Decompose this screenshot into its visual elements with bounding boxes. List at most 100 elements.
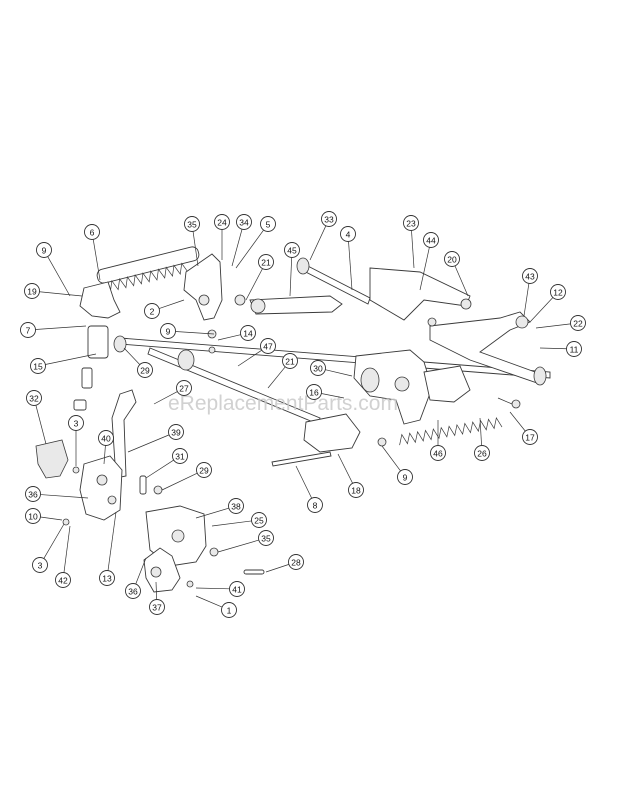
callout-number: 24 (217, 218, 227, 228)
callout-circle (566, 341, 582, 357)
callout-leader (245, 268, 263, 301)
callout-14: 14 (217, 325, 256, 341)
callout-number: 8 (313, 501, 318, 511)
callout-31: 31 (145, 448, 188, 479)
pivot-bracket (183, 253, 223, 321)
callout-29: 29 (123, 347, 153, 378)
callout-circle (240, 325, 256, 341)
callout-number: 41 (232, 585, 242, 595)
callout-24: 24 (214, 214, 230, 260)
watermark-text: eReplacementParts.com (168, 392, 398, 415)
callout-number: 36 (28, 490, 38, 500)
callout-22: 22 (535, 315, 586, 331)
callout-leader (195, 507, 229, 519)
callout-circle (137, 362, 153, 378)
callout-35: 35 (217, 530, 274, 553)
callout-leader (321, 393, 345, 399)
callout-number: 12 (553, 288, 563, 298)
callout-leader (35, 325, 87, 330)
callout-18: 18 (337, 453, 364, 498)
callout-circle (168, 424, 184, 440)
callout-number: 18 (351, 486, 361, 496)
callout-7: 7 (20, 322, 87, 338)
callout-39: 39 (127, 424, 184, 453)
callout-number: 35 (187, 220, 197, 230)
callout-leader (479, 417, 482, 446)
callout-34: 34 (231, 214, 252, 267)
callout-number: 32 (29, 394, 39, 404)
callout-number: 1 (227, 606, 232, 616)
callout-leader (309, 225, 327, 261)
callout-circle (236, 214, 252, 230)
callout-leader (411, 230, 415, 269)
callout-44: 44 (419, 232, 439, 291)
callout-leader (267, 366, 286, 389)
callout-leader (135, 557, 147, 585)
callout-circle (348, 482, 364, 498)
right-spring (399, 397, 513, 446)
callout-circle (430, 445, 446, 461)
callout-35: 35 (184, 216, 200, 267)
callout-leader (529, 297, 554, 323)
callout-circle (282, 353, 298, 369)
callout-15: 15 (30, 353, 97, 374)
callout-leader (523, 283, 530, 317)
callout-number: 19 (27, 287, 37, 297)
callout-leader (153, 391, 178, 405)
callout-leader (155, 581, 158, 600)
callout-leader (535, 323, 571, 329)
callout-circle (196, 462, 212, 478)
callout-circle (184, 216, 200, 232)
callout-circle (20, 322, 36, 338)
callout-circle (228, 498, 244, 514)
lever-37 (143, 547, 181, 593)
callout-leader (217, 334, 241, 341)
callout-leader (539, 347, 567, 350)
callout-23: 23 (403, 215, 419, 269)
callout-17: 17 (509, 411, 538, 445)
callout-circle (144, 303, 160, 319)
callout-6: 6 (84, 224, 101, 281)
callout-number: 29 (199, 466, 209, 476)
callout-leader (145, 459, 174, 479)
callout-circle (284, 242, 300, 258)
callout-number: 22 (573, 319, 583, 329)
callout-number: 46 (433, 449, 443, 459)
callout-number: 45 (287, 246, 297, 256)
callout-number: 27 (179, 384, 189, 394)
callout-28: 28 (265, 554, 304, 573)
callout-circle (403, 215, 419, 231)
callout-circle (340, 226, 356, 242)
callout-41: 41 (195, 581, 245, 597)
callout-46: 46 (430, 420, 446, 461)
callout-circle (260, 216, 276, 232)
callout-19: 19 (24, 283, 83, 299)
callout-leader (35, 405, 47, 445)
callout-10: 10 (25, 508, 63, 524)
callout-circle (397, 469, 413, 485)
callout-leader (237, 349, 262, 367)
callout-37: 37 (149, 581, 165, 615)
callout-number: 9 (42, 246, 47, 256)
left-upper-bracket (79, 281, 121, 319)
callout-circle (24, 283, 40, 299)
callout-leader (161, 472, 198, 491)
callout-leader (195, 587, 230, 590)
callout-number: 21 (261, 258, 271, 268)
callout-circle (258, 530, 274, 546)
callout-number: 15 (33, 362, 43, 372)
callout-26: 26 (474, 417, 490, 461)
callout-leader (40, 516, 63, 521)
callout-leader (92, 239, 101, 281)
callout-leader (289, 257, 293, 297)
callout-circle (176, 380, 192, 396)
callout-circle (84, 224, 100, 240)
lever-39 (111, 389, 137, 479)
callout-number: 16 (309, 388, 319, 398)
upper-right-bracket (369, 267, 471, 321)
callout-number: 28 (291, 558, 301, 568)
callout-number: 9 (403, 473, 408, 483)
callout-circle (99, 570, 115, 586)
callout-4: 4 (340, 226, 356, 291)
